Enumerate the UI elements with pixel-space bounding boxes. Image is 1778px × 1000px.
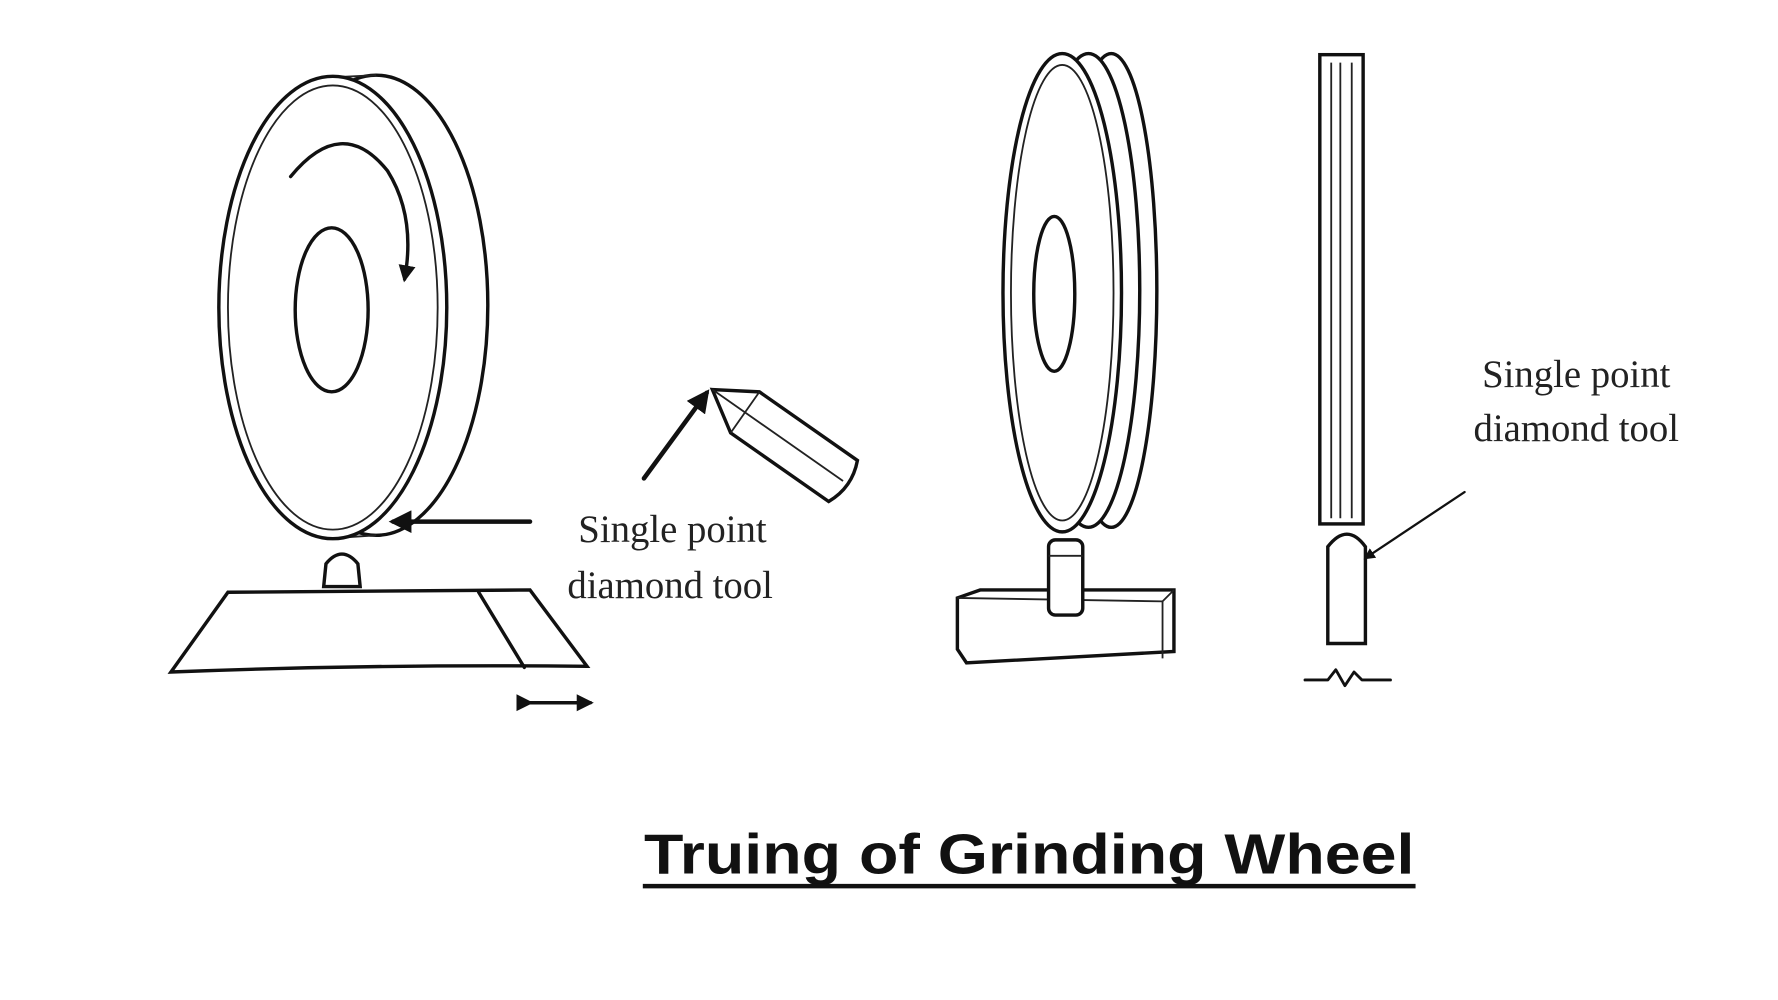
label-line1: Single point (1482, 353, 1671, 396)
left-diamond-tool (321, 552, 363, 589)
diamond-tool-label-left: Single point diamond tool (567, 508, 772, 607)
profiled-grinding-wheel (1001, 51, 1159, 534)
left-grinding-wheel (217, 73, 490, 541)
diamond-tool-detail (641, 387, 860, 504)
label-pointer-arrow (1363, 490, 1466, 560)
diamond-tool-label-right: Single point diamond tool (1474, 353, 1679, 450)
tool-point-arrow-icon (641, 389, 710, 481)
middle-tool-holder (955, 538, 1176, 665)
label-line2: diamond tool (567, 564, 772, 607)
edge-view-tool (1303, 532, 1392, 688)
edge-view-wheel (1318, 52, 1365, 526)
wheel-bore (293, 226, 370, 394)
label-line1: Single point (578, 508, 767, 551)
figure-title: Truing of Grinding Wheel (644, 823, 1414, 887)
rotation-arrow-icon (288, 142, 416, 283)
left-tool-base (167, 588, 594, 712)
label-line2: diamond tool (1474, 407, 1679, 450)
infeed-zigzag-icon (1303, 668, 1392, 688)
wheel-bore (1032, 214, 1077, 374)
